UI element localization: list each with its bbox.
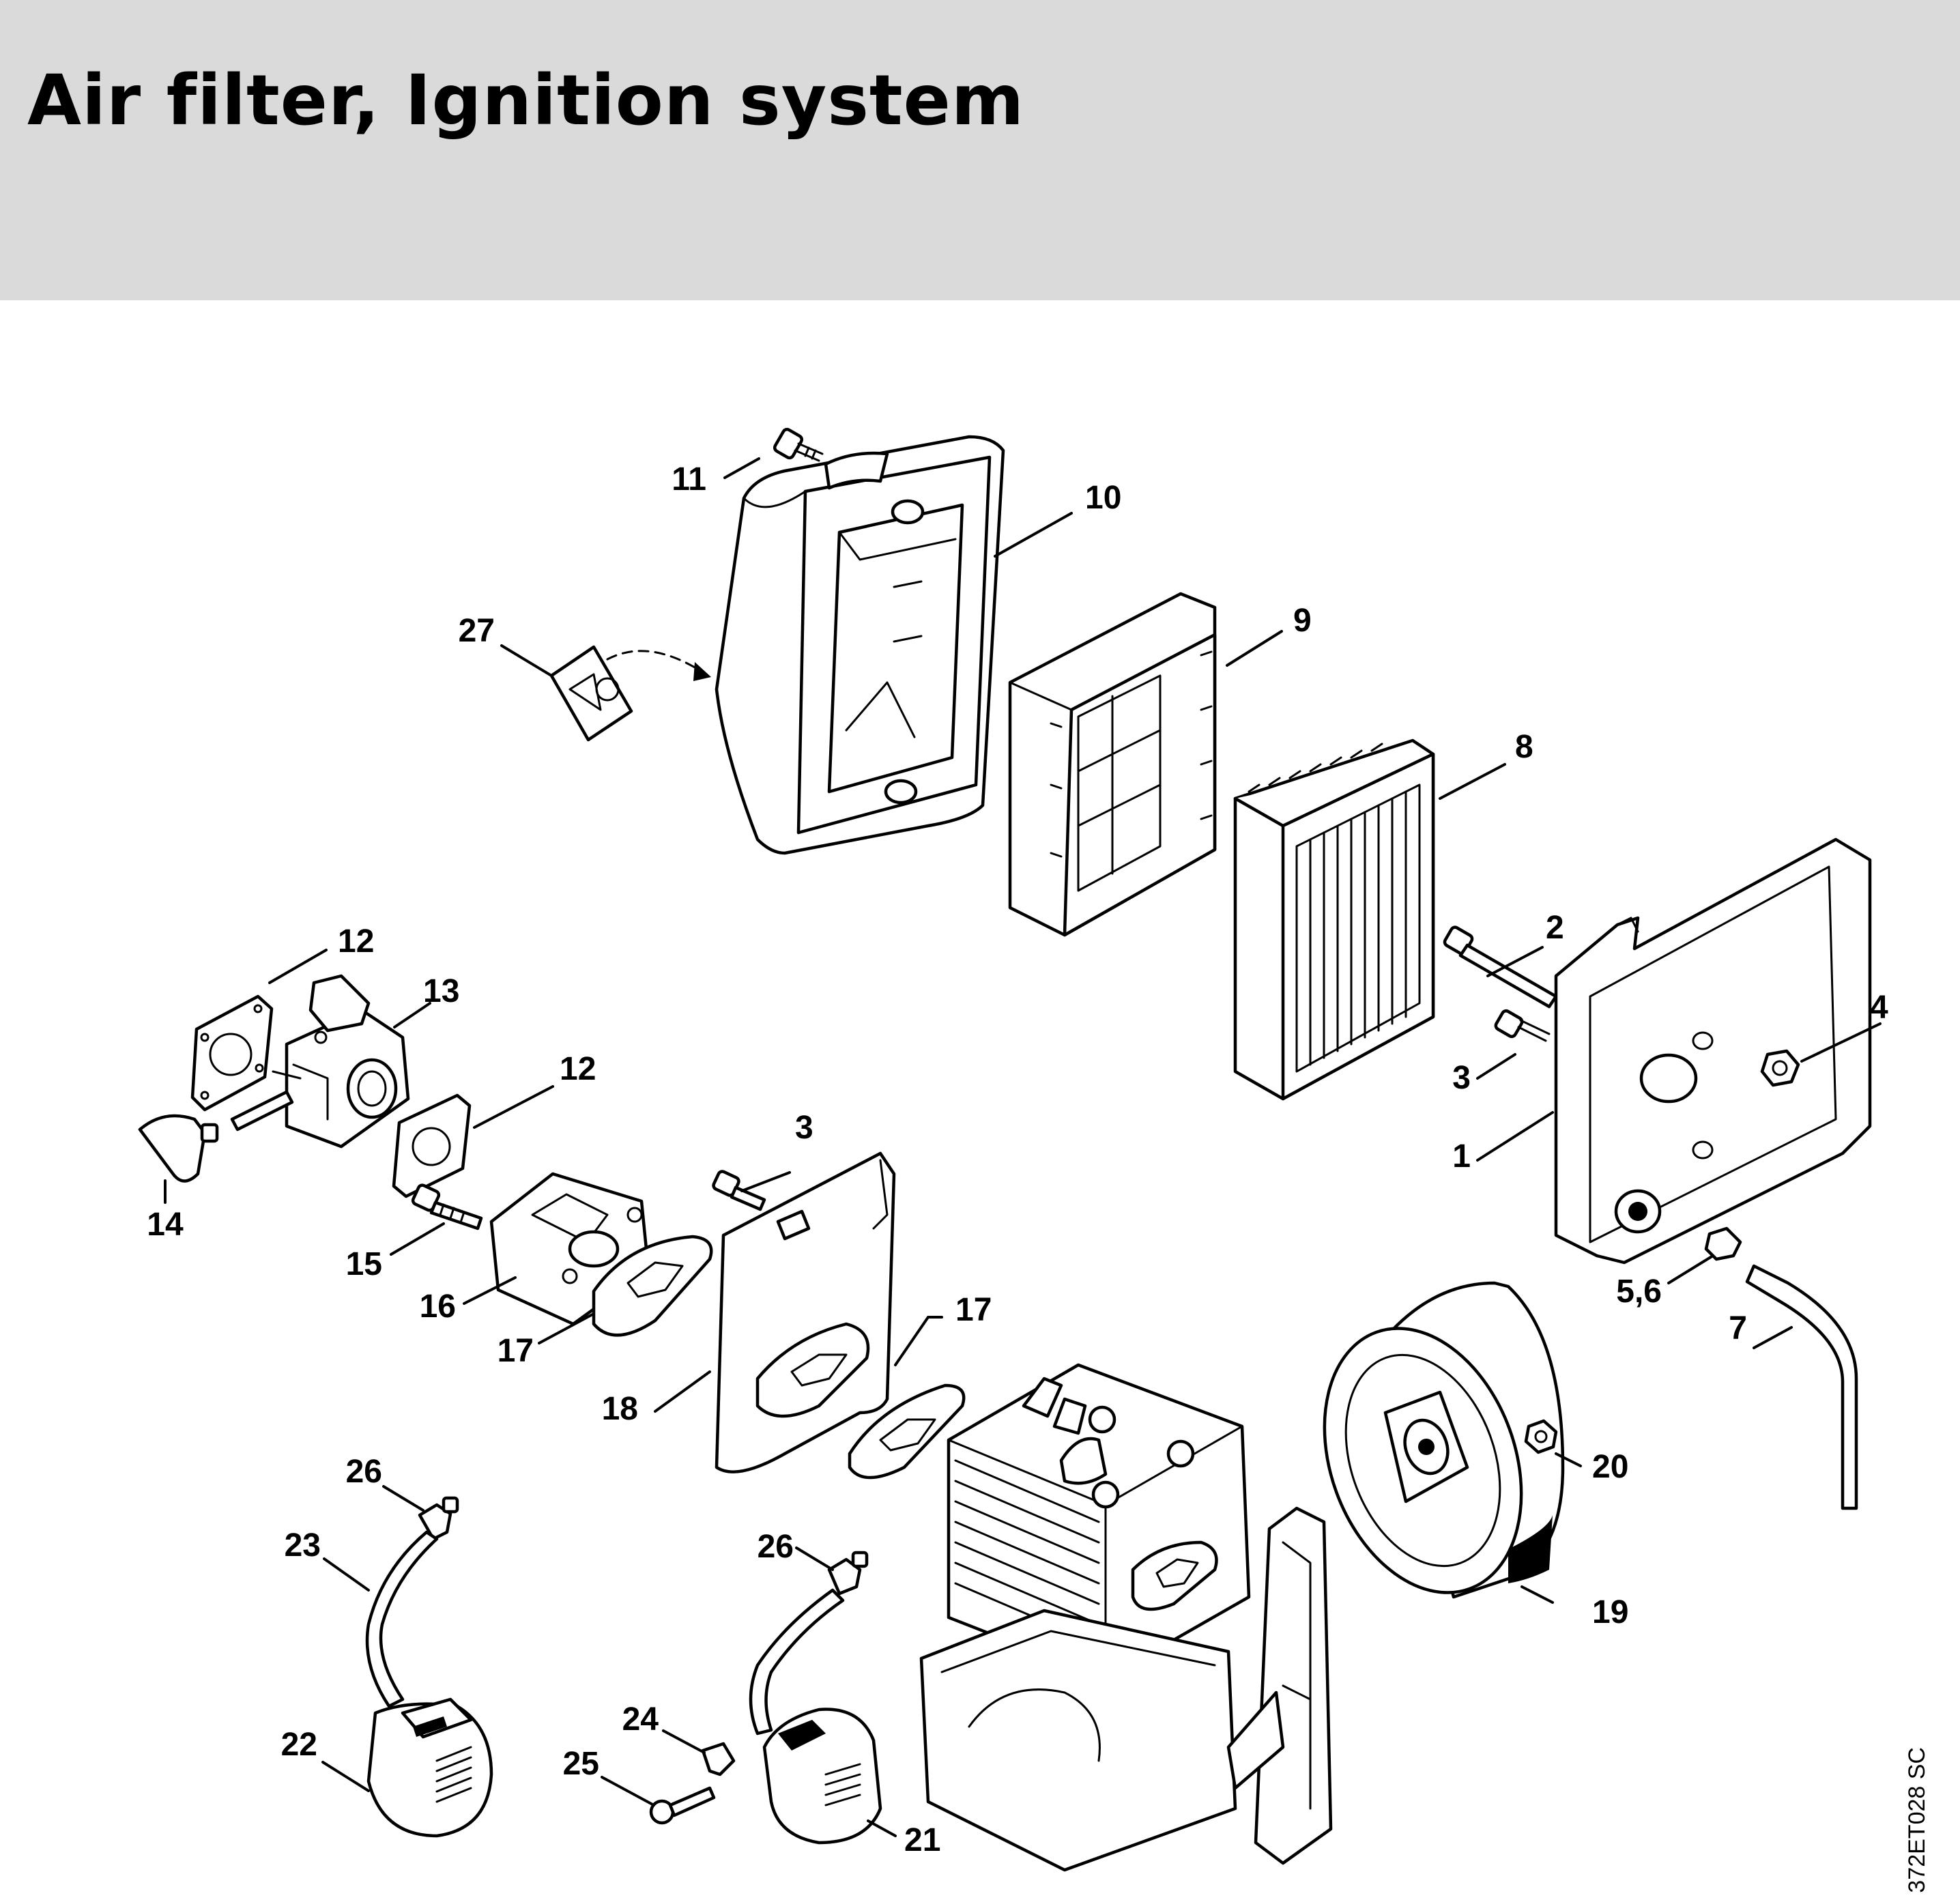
part-5-6-plug bbox=[1704, 1226, 1742, 1261]
part-12-gasket-upper bbox=[190, 994, 274, 1112]
header-band: Air filter, Ignition system bbox=[0, 0, 1960, 300]
callout-17-right: 17 bbox=[955, 1292, 992, 1328]
callout-10: 10 bbox=[1085, 480, 1121, 516]
callout-labels: 11 10 27 9 8 2 3 4 1 5,6 7 12 13 12 14 1… bbox=[147, 461, 1888, 1858]
part-9-filter-frame bbox=[1008, 592, 1217, 937]
callout-3-middle: 3 bbox=[795, 1110, 813, 1146]
part-2-long-screw bbox=[1443, 925, 1558, 1009]
part-19-flywheel bbox=[1323, 1281, 1565, 1599]
callout-12-lower: 12 bbox=[560, 1051, 596, 1087]
part-7-hose bbox=[1745, 1264, 1858, 1510]
part-8-filter-element bbox=[1233, 738, 1435, 1101]
callout-23: 23 bbox=[285, 1527, 321, 1564]
callout-15: 15 bbox=[346, 1246, 382, 1282]
callout-7: 7 bbox=[1729, 1310, 1747, 1347]
part-15-screw bbox=[411, 1183, 483, 1230]
callout-3-right: 3 bbox=[1452, 1060, 1471, 1096]
callout-22: 22 bbox=[281, 1727, 317, 1763]
callout-18: 18 bbox=[602, 1391, 638, 1427]
part-17-gasket-b bbox=[848, 1383, 966, 1480]
part-4-nut bbox=[1760, 1049, 1800, 1087]
callout-24: 24 bbox=[622, 1701, 659, 1738]
page-title: Air filter, Ignition system bbox=[27, 60, 1025, 141]
callout-2: 2 bbox=[1546, 910, 1564, 946]
callout-27: 27 bbox=[459, 613, 495, 649]
callout-1: 1 bbox=[1452, 1138, 1471, 1175]
part-3-screw-middle bbox=[712, 1170, 766, 1211]
callout-13: 13 bbox=[423, 973, 459, 1009]
part-14-choke-knob bbox=[138, 1114, 219, 1183]
callout-25: 25 bbox=[563, 1746, 599, 1782]
callout-16: 16 bbox=[420, 1289, 456, 1325]
part-13-carburetor bbox=[230, 974, 410, 1149]
callout-20: 20 bbox=[1592, 1449, 1628, 1485]
callout-5-6: 5,6 bbox=[1616, 1273, 1662, 1310]
engine-cylinder-block bbox=[919, 1363, 1333, 1872]
part-18-heat-shield bbox=[715, 1151, 896, 1473]
part-20-nut bbox=[1524, 1419, 1558, 1454]
callout-21: 21 bbox=[904, 1822, 940, 1858]
part-3-screw-right bbox=[1494, 1009, 1551, 1042]
part-12-gasket-lower bbox=[392, 1093, 472, 1198]
diagram-code: 372ET028 SC bbox=[1904, 1747, 1930, 1893]
callout-26-left: 26 bbox=[346, 1454, 382, 1490]
callout-4: 4 bbox=[1870, 990, 1888, 1026]
part-1-base-plate bbox=[1554, 837, 1872, 1265]
part-24-bracket bbox=[701, 1742, 736, 1776]
callout-8: 8 bbox=[1515, 729, 1533, 765]
part-10-filter-housing bbox=[715, 435, 1005, 855]
part-25-screw bbox=[649, 1786, 716, 1825]
part-26-boot-right bbox=[827, 1551, 869, 1596]
part-22-ignition-module-left bbox=[366, 1697, 493, 1838]
callout-19: 19 bbox=[1592, 1594, 1628, 1630]
callout-12-upper: 12 bbox=[338, 923, 374, 960]
part-27-warning-label bbox=[549, 645, 711, 742]
callout-14: 14 bbox=[147, 1207, 184, 1243]
leader-lines bbox=[164, 457, 1882, 1837]
callout-9: 9 bbox=[1293, 603, 1312, 639]
part-11-screw bbox=[773, 427, 824, 462]
callout-11: 11 bbox=[672, 461, 706, 498]
callout-17-left: 17 bbox=[498, 1333, 534, 1369]
callout-26-right: 26 bbox=[758, 1529, 794, 1565]
part-21-ignition-module-right bbox=[749, 1588, 882, 1845]
part-23-ignition-lead-left bbox=[365, 1530, 439, 1708]
part-17-gasket-a bbox=[592, 1235, 713, 1337]
part-26-boot-left bbox=[418, 1496, 459, 1541]
